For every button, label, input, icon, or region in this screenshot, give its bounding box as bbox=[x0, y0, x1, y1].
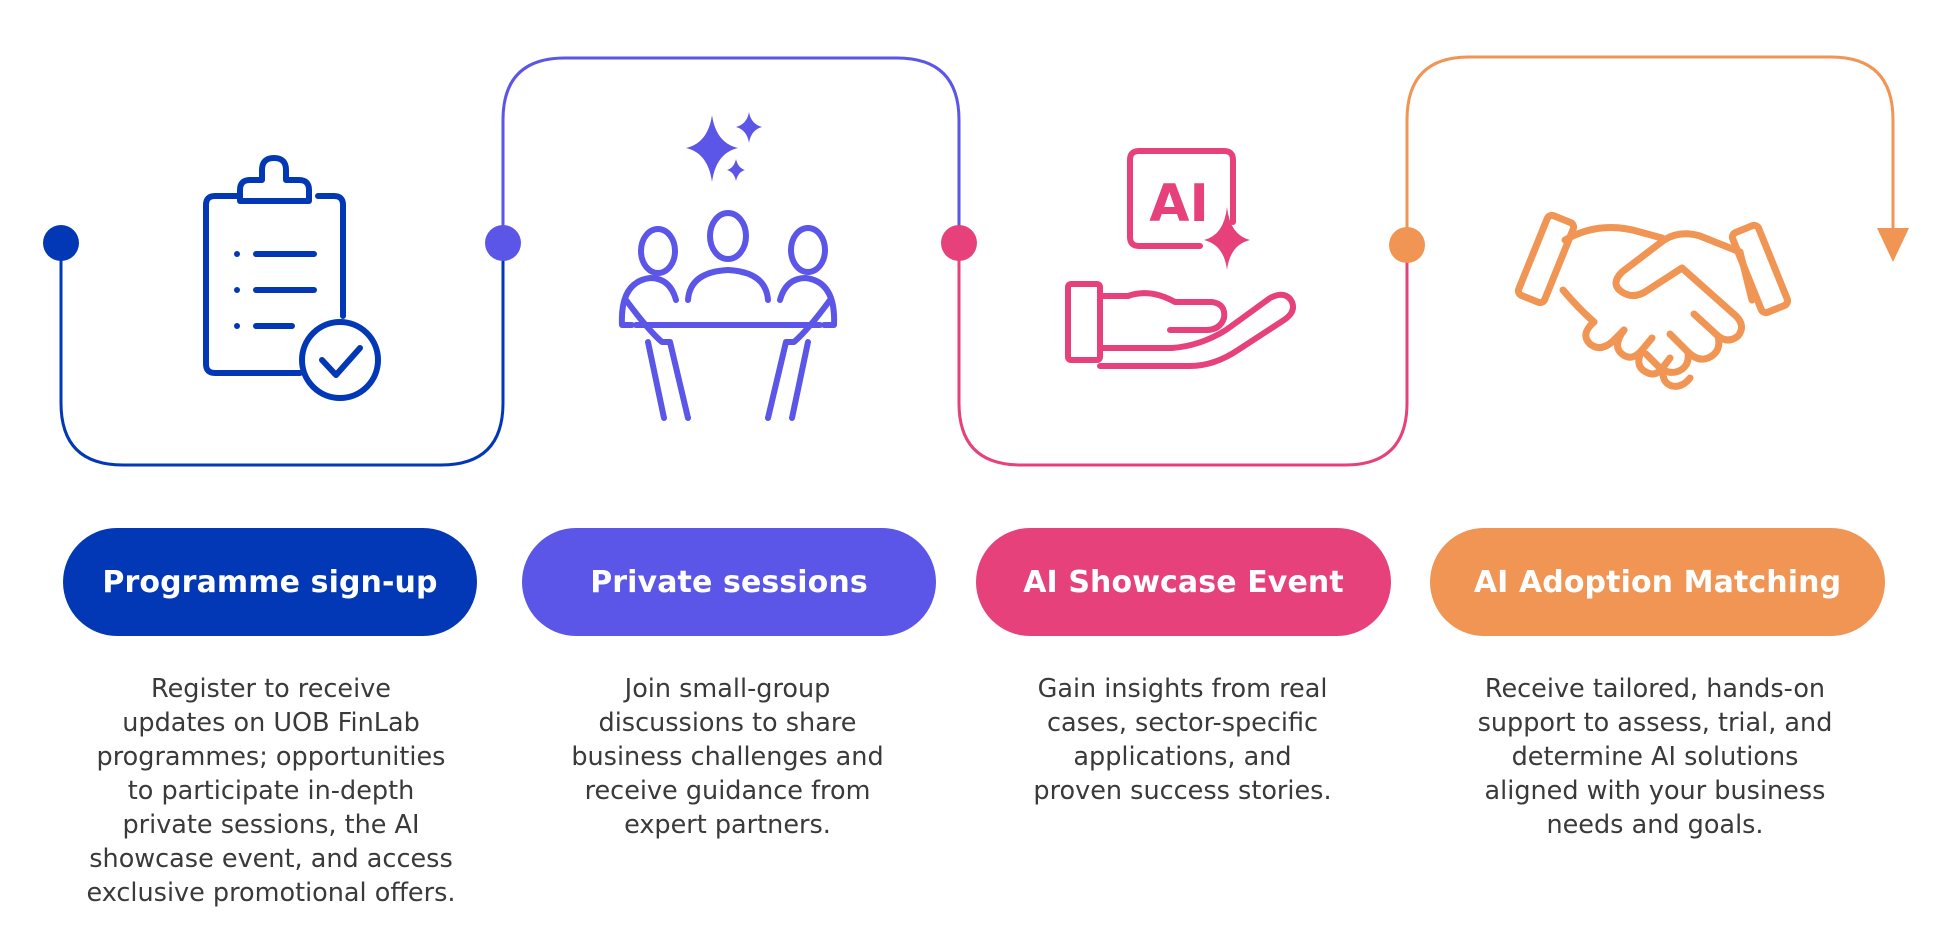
description-line: Register to receive bbox=[151, 674, 391, 704]
description-line: Join small-group bbox=[624, 674, 831, 704]
description-line: proven success stories. bbox=[1033, 776, 1332, 806]
step-dot-3 bbox=[941, 225, 977, 261]
description-line: private sessions, the AI bbox=[122, 810, 420, 840]
step-title-private-sessions: Private sessions bbox=[522, 528, 936, 636]
description-line: aligned with your business bbox=[1484, 776, 1826, 806]
step-title-programme-sign-up: Programme sign-up bbox=[63, 528, 477, 636]
description-line: receive guidance from bbox=[584, 776, 871, 806]
step-description-ai-showcase-event: Gain insights from real cases, sector-sp… bbox=[1005, 672, 1360, 808]
step-dot-1 bbox=[43, 225, 79, 261]
connector-segment-4 bbox=[1405, 55, 1895, 243]
description-line: exclusive promotional offers. bbox=[86, 878, 456, 908]
description-line: programmes; opportunities bbox=[96, 742, 446, 772]
description-line: determine AI solutions bbox=[1511, 742, 1799, 772]
description-line: needs and goals. bbox=[1546, 810, 1764, 840]
hand-holding-ai-icon: AI bbox=[1065, 148, 1296, 369]
step-description-private-sessions: Join small-group discussions to share bu… bbox=[540, 672, 915, 842]
step-description-ai-adoption-matching: Receive tailored, hands-on support to as… bbox=[1455, 672, 1855, 842]
group-meeting-sparkles-icon bbox=[618, 112, 838, 421]
clipboard-check-icon bbox=[203, 155, 381, 401]
description-line: Receive tailored, hands-on bbox=[1484, 674, 1826, 704]
description-line: showcase event, and access bbox=[89, 844, 453, 874]
description-line: support to assess, trial, and bbox=[1477, 708, 1833, 738]
connector-segment-1 bbox=[59, 243, 505, 467]
connector-segment-3 bbox=[957, 243, 1409, 467]
description-line: discussions to share bbox=[598, 708, 857, 738]
description-line: updates on UOB FinLab bbox=[122, 708, 420, 738]
ai-label: AI bbox=[1149, 174, 1209, 234]
description-line: business challenges and bbox=[571, 742, 884, 772]
step-description-programme-sign-up: Register to receive updates on UOB FinLa… bbox=[60, 672, 482, 910]
handshake-icon bbox=[1514, 211, 1792, 390]
arrow-head-icon bbox=[1877, 228, 1909, 262]
connector-segment-2 bbox=[501, 56, 961, 243]
description-line: expert partners. bbox=[624, 810, 831, 840]
description-line: cases, sector-specific bbox=[1046, 708, 1319, 738]
step-title-ai-showcase-event: AI Showcase Event bbox=[976, 528, 1391, 636]
step-dot-4 bbox=[1389, 227, 1425, 263]
description-line: applications, and bbox=[1073, 742, 1292, 772]
description-line: to participate in-depth bbox=[127, 776, 415, 806]
step-dot-2 bbox=[485, 225, 521, 261]
description-line: Gain insights from real bbox=[1037, 674, 1328, 704]
step-title-ai-adoption-matching: AI Adoption Matching bbox=[1430, 528, 1885, 636]
